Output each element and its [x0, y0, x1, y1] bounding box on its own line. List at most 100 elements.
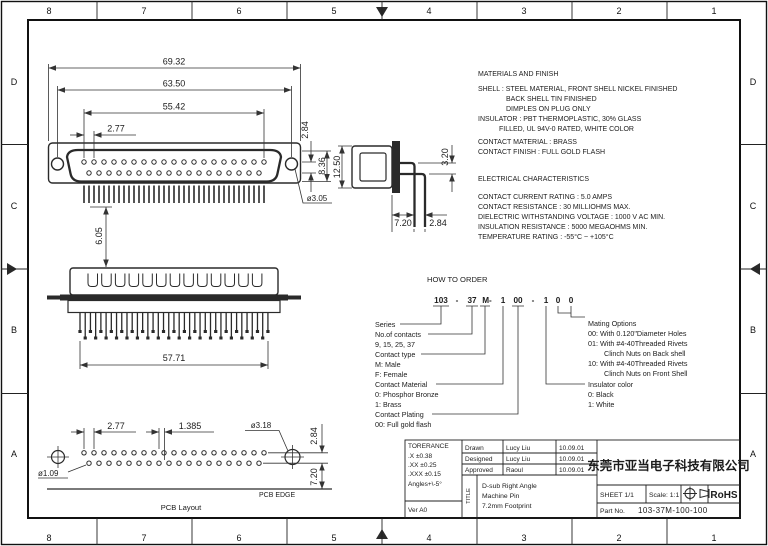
- zone-col-bottom: 3: [521, 533, 526, 543]
- ordering-left-label: Contact Plating: [375, 410, 424, 419]
- ordering-right-label: 00: With 0.120"Diameter Holes: [588, 329, 687, 338]
- part-number-token: 1: [501, 296, 506, 305]
- materials-title: MATERIALS AND FINISH: [478, 71, 558, 78]
- ordering-left-label: 9, 15, 25, 37: [375, 340, 415, 349]
- zone-row-right: B: [750, 325, 756, 335]
- materials-line: SHELL : STEEL MATERIAL, FRONT SHELL NICK…: [478, 86, 677, 93]
- zone-row-right: A: [750, 449, 756, 459]
- zone-row-left: C: [11, 201, 18, 211]
- ordering-left-label: 0: Phosphor Bronze: [375, 390, 439, 399]
- ordering-left-label: 00: Full gold flash: [375, 420, 431, 429]
- designed-name: Lucy Liu: [506, 456, 531, 463]
- d-face-outline: [65, 148, 283, 183]
- materials-line: BACK SHELL TIN FINISHED: [506, 96, 597, 103]
- zone-col-top: 8: [46, 6, 51, 16]
- version-label: Ver A0: [408, 507, 428, 514]
- electrical-line: INSULATION RESISTANCE : 5000 MEGAOHMS MI…: [478, 224, 647, 231]
- dim-pcb-mount-dia: ø3.18: [251, 421, 272, 430]
- dim-pcb-pitch: 2.77: [107, 421, 125, 431]
- dim-leg-spacing: 2.84: [429, 218, 447, 228]
- ordering-left-label: Series: [375, 320, 396, 329]
- pin-leg-top-row: [400, 161, 416, 227]
- ordering-right-label: Mating Options: [588, 319, 637, 328]
- zone-col-bottom: 6: [236, 533, 241, 543]
- zone-col-top: 4: [426, 6, 431, 16]
- tolerance-xx: .XX ±0.25: [408, 462, 437, 469]
- part-number-token: 0: [556, 296, 561, 305]
- dim-footprint: 7.20: [394, 218, 412, 228]
- electrical-title: ELECTRICAL CHARACTERISTICS: [478, 176, 589, 183]
- company-name: 东莞市亚当电子科技有限公司: [587, 458, 750, 473]
- drawn-date: 10.09.01: [559, 445, 585, 452]
- front-view: 69.32 63.50 55.42 2.77 2.84 8.36 ø3.05: [47, 57, 332, 204]
- dim-pin-pitch: 2.77: [107, 124, 125, 134]
- pcb-pin-holes: [81, 450, 267, 466]
- ordering-left-label: F: Female: [375, 370, 407, 379]
- zone-col-bottom: 8: [46, 533, 51, 543]
- materials-section: MATERIALS AND FINISH SHELL : STEEL MATER…: [478, 71, 677, 156]
- part-number-token: 37: [467, 296, 477, 305]
- ordering-right-label: Clinch Nuts on Back shell: [604, 349, 686, 358]
- ordering-title: HOW TO ORDER: [427, 275, 488, 284]
- ordering-right-label: 0: Black: [588, 390, 614, 399]
- part-number-token: 00: [513, 296, 523, 305]
- dim-mount-hole-dia: ø3.05: [307, 194, 328, 203]
- pcb-layout: 2.77 1.385 ø3.18 2.84 7.20 ø1.09 PCB EDG…: [38, 421, 332, 512]
- title-label: TITLE: [466, 488, 472, 504]
- ordering-leader-lines: [400, 305, 585, 415]
- dim-mount-span: 63.50: [163, 79, 186, 89]
- materials-line: FILLED, UL 94V-0 RATED, WHITE COLOR: [499, 126, 634, 133]
- rear-insulator: [67, 299, 281, 314]
- rear-pins: [78, 312, 270, 340]
- drawing-title-2: Machine Pin: [482, 493, 520, 500]
- rear-flange: [60, 294, 288, 301]
- drawing-title-1: D-sub Right Angle: [482, 483, 537, 490]
- dim-side-height: 12.50: [332, 156, 342, 179]
- dim-row-offset: 2.84: [300, 121, 310, 139]
- side-insulator: [359, 152, 387, 182]
- zone-row-left: B: [11, 325, 17, 335]
- materials-line: DIMPLES ON PLUG ONLY: [506, 106, 591, 113]
- projection-symbol-icon: [683, 486, 710, 501]
- ordering-right-label: Clinch Nuts on Front Shell: [604, 369, 688, 378]
- ordering-right-label: 1: White: [588, 400, 614, 409]
- pin-comb: [83, 185, 265, 203]
- designed-label: Designed: [465, 456, 493, 463]
- zone-row-right: D: [750, 77, 757, 87]
- sheet-label: SHEET 1/1: [600, 492, 634, 499]
- shell-dimples: [87, 273, 263, 287]
- zone-col-bottom: 4: [426, 533, 431, 543]
- materials-line: CONTACT MATERIAL : BRASS: [478, 139, 577, 146]
- pin-leg-bottom-row: [400, 172, 427, 227]
- scale-label: Scale: 1:1: [649, 492, 679, 499]
- ordering-left-label: No.of contacts: [375, 330, 421, 339]
- drawing-title-3: 7.2mm Footprint: [482, 503, 532, 510]
- approved-date: 10.09.01: [559, 467, 585, 474]
- tolerance-xxx: .XXX ±0.15: [408, 471, 441, 478]
- title-block: TORERANCE .X ±0.38 .XX ±0.25 .XXX ±0.15 …: [404, 439, 750, 519]
- ordering-right-label: 10: With #4-40Threaded Rivets: [588, 359, 688, 368]
- part-no-value: 103-37M-100-100: [638, 506, 708, 515]
- side-flange: [392, 141, 400, 193]
- mount-hole-right: [284, 157, 299, 171]
- materials-line: INSULATOR : PBT THERMOPLASTIC, 30% GLASS: [478, 116, 642, 123]
- dim-rear-width: 57.71: [163, 353, 186, 363]
- tolerance-title: TORERANCE: [408, 443, 449, 450]
- rohs-badge: RoHS: [710, 490, 738, 501]
- dim-pcb-half-pitch: 1.385: [179, 421, 202, 431]
- part-number-token: 1: [544, 296, 549, 305]
- zone-col-bottom: 7: [141, 533, 146, 543]
- approved-label: Approved: [465, 467, 493, 474]
- ordering-left-label: Contact type: [375, 350, 415, 359]
- dim-face-height: 8.36: [317, 157, 327, 175]
- drawn-label: Drawn: [465, 445, 484, 452]
- materials-line: CONTACT FINISH : FULL GOLD FLASH: [478, 149, 605, 156]
- part-number-token: M-: [482, 296, 492, 305]
- dim-pcb-row-offset: 2.84: [309, 427, 319, 445]
- side-view: 12.50 3.20 7.20 2.84: [332, 141, 456, 232]
